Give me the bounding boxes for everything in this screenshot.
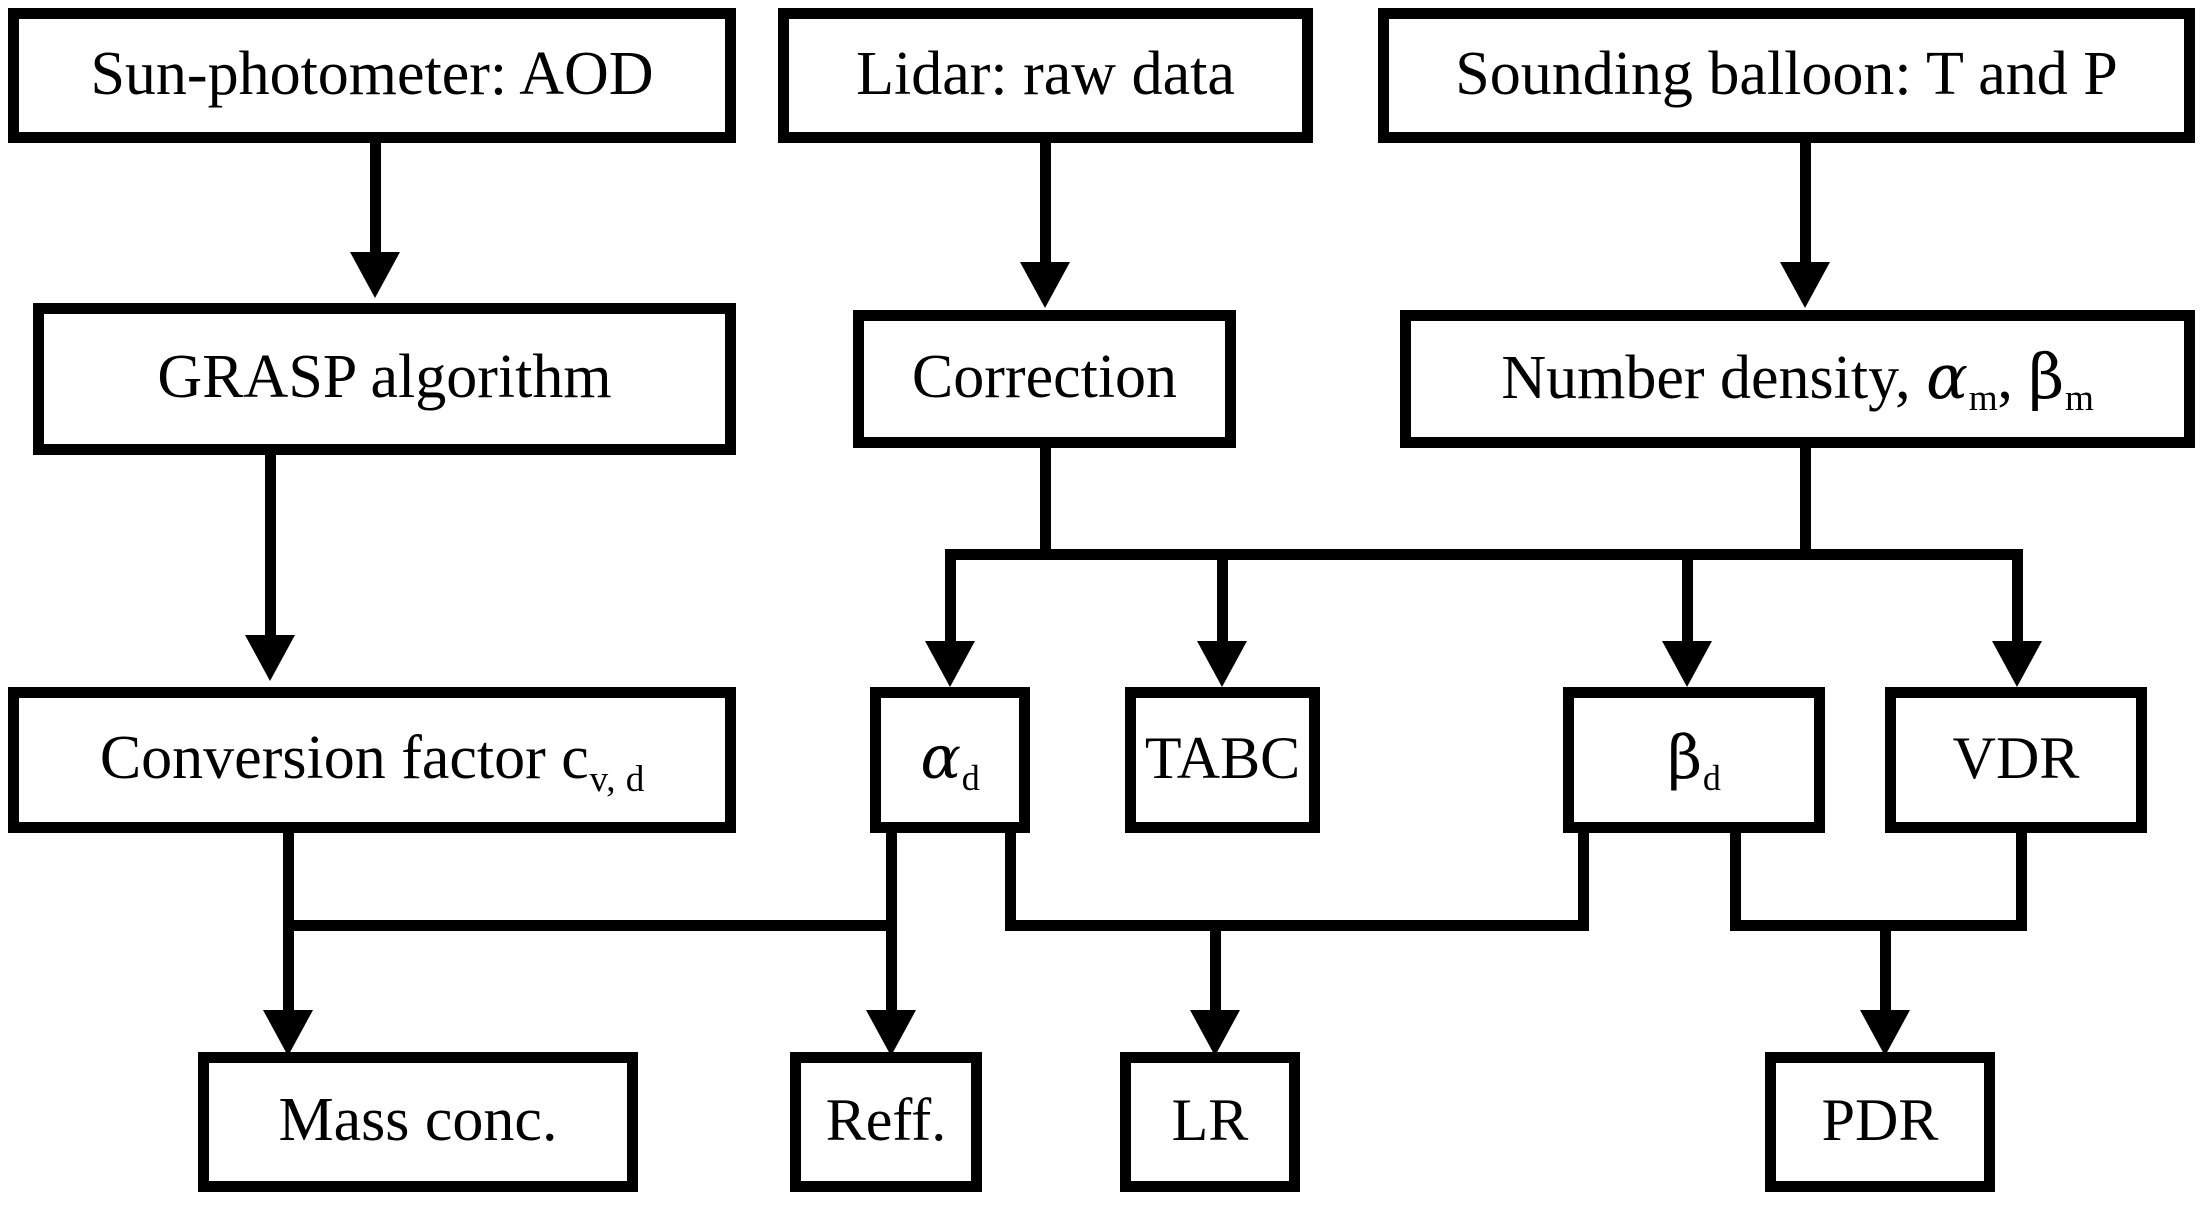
node-tabc-label: TABC <box>1144 725 1301 791</box>
node-conversion-factor-label: Conversion factor cv, d <box>99 724 645 798</box>
bus-branch-to-vdr-line <box>2012 549 2023 657</box>
alpha-m-symbol: α <box>1926 339 1968 413</box>
bus-branch-to-beta-d-arrow <box>1662 641 1712 687</box>
edge-sunphotometer-to-grasp-arrow <box>350 252 400 298</box>
bus-A-row3-to-row4 <box>283 920 897 931</box>
node-lr-label: LR <box>1171 1087 1249 1153</box>
node-sun-photometer-label: Sun-photometer: AOD <box>90 39 654 108</box>
edge-alphad-right-to-busB-line <box>1005 833 1016 931</box>
edge-correction-to-bus-line <box>1040 448 1051 560</box>
edge-conversion-to-busA-line <box>283 833 294 931</box>
edge-grasp-to-conversion-line <box>265 455 276 637</box>
bus-B-branch-to-lr-line <box>1210 920 1221 1028</box>
edge-numberdensity-to-bus-line <box>1800 448 1811 560</box>
node-pdr-label: PDR <box>1821 1087 1939 1153</box>
node-mass-conc-label: Mass conc. <box>278 1086 558 1154</box>
bus-branch-to-alpha-d-arrow <box>925 641 975 687</box>
edge-betad-right-to-busC-line <box>1730 833 1741 931</box>
bus-A-branch-to-reff-line <box>886 920 897 1028</box>
conversion-factor-subscript: v, d <box>589 758 645 800</box>
bus-branch-to-tabc-line <box>1217 549 1228 657</box>
conversion-factor-text: Conversion factor c <box>99 724 589 792</box>
bus-branch-to-vdr-arrow <box>1992 641 2042 687</box>
bus-A-branch-to-reff-arrow <box>866 1010 916 1056</box>
bus-A-branch-to-massconc-line <box>283 920 294 1028</box>
node-lr[interactable]: LR <box>1120 1052 1300 1192</box>
bus-branch-to-beta-d-line <box>1682 549 1693 657</box>
node-alpha-d[interactable]: αd <box>870 687 1030 833</box>
node-beta-d-label: βd <box>1667 728 1720 796</box>
alpha-d-symbol: α <box>920 723 962 793</box>
beta-d-symbol: β <box>1667 723 1703 793</box>
edge-sounding-to-numberdensity-line <box>1800 143 1811 265</box>
bus-B-row3-to-row4 <box>1005 920 1589 931</box>
node-reff-label: Reff. <box>825 1087 947 1153</box>
node-correction-label: Correction <box>911 343 1178 411</box>
node-grasp-algorithm-label: GRASP algorithm <box>157 343 612 411</box>
edge-sounding-to-numberdensity-arrow <box>1780 262 1830 308</box>
node-lidar-raw-data-label: Lidar: raw data <box>856 39 1235 108</box>
node-vdr-label: VDR <box>1952 725 2080 791</box>
bus-row2-to-row3 <box>945 549 2023 560</box>
bus-A-branch-to-massconc-arrow <box>263 1010 313 1056</box>
edge-sunphotometer-to-grasp-line <box>370 143 381 255</box>
alpha-m-subscript: m <box>1968 378 1999 420</box>
beta-m-symbol: β <box>2028 339 2065 413</box>
node-conversion-factor[interactable]: Conversion factor cv, d <box>8 687 736 833</box>
edge-lidar-to-correction-arrow <box>1020 262 1070 308</box>
edge-alphad-left-to-busA-line <box>886 833 897 931</box>
bus-C-row3-to-row4 <box>1730 920 2027 931</box>
edge-lidar-to-correction-line <box>1040 143 1051 265</box>
bus-C-branch-to-pdr-arrow <box>1860 1010 1910 1056</box>
bus-C-branch-to-pdr-line <box>1880 920 1891 1028</box>
node-sounding-balloon[interactable]: Sounding balloon: T and P <box>1378 8 2195 143</box>
number-density-text: Number density, <box>1501 343 1927 412</box>
node-sounding-balloon-label: Sounding balloon: T and P <box>1455 39 2118 108</box>
node-alpha-d-label: αd <box>920 728 979 796</box>
beta-m-subscript: m <box>2064 378 2095 420</box>
edge-betad-left-to-busB-line <box>1578 833 1589 931</box>
node-number-density[interactable]: Number density, αm, βm <box>1400 310 2195 448</box>
node-mass-conc[interactable]: Mass conc. <box>198 1052 638 1192</box>
node-number-density-label: Number density, αm, βm <box>1501 343 2094 417</box>
alpha-d-subscript: d <box>961 758 981 799</box>
node-pdr[interactable]: PDR <box>1765 1052 1995 1192</box>
node-grasp-algorithm[interactable]: GRASP algorithm <box>33 303 736 455</box>
edge-grasp-to-conversion-arrow <box>245 635 295 681</box>
bus-branch-to-alpha-d-line <box>945 549 956 657</box>
bus-branch-to-tabc-arrow <box>1197 641 1247 687</box>
node-reff[interactable]: Reff. <box>790 1052 982 1192</box>
beta-d-subscript: d <box>1702 758 1722 799</box>
node-vdr[interactable]: VDR <box>1885 687 2147 833</box>
number-density-comma: , <box>1997 343 2029 412</box>
bus-B-branch-to-lr-arrow <box>1190 1010 1240 1056</box>
node-sun-photometer[interactable]: Sun-photometer: AOD <box>8 8 736 143</box>
node-lidar-raw-data[interactable]: Lidar: raw data <box>778 8 1313 143</box>
node-correction[interactable]: Correction <box>853 310 1236 448</box>
edge-vdr-to-busC-line <box>2016 833 2027 931</box>
node-tabc[interactable]: TABC <box>1125 687 1320 833</box>
node-beta-d[interactable]: βd <box>1563 687 1825 833</box>
